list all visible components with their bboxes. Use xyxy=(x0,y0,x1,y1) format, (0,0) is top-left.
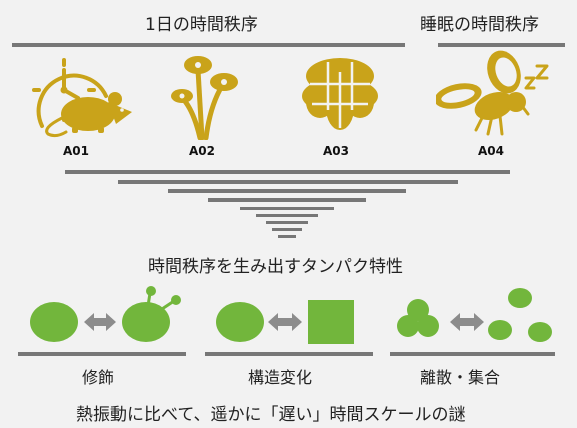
clock-mouse-icon xyxy=(32,58,132,138)
group-label-a03: A03 xyxy=(323,144,349,158)
funnel-bar-4 xyxy=(208,198,366,202)
time-scale-mystery-caption: 熱振動に比べて、遥かに「遅い」時間スケールの謎 xyxy=(76,405,466,425)
property-rule-1 xyxy=(18,352,186,356)
property-label-dispersion-assembly: 離散・集合 xyxy=(420,368,501,387)
protein-property-heading: 時間秩序を生み出すタンパク特性 xyxy=(148,257,403,277)
modification-icon xyxy=(30,286,181,342)
group-label-a02: A02 xyxy=(189,144,215,158)
group-label-a01: A01 xyxy=(63,144,89,158)
funnel-bar-6 xyxy=(256,214,318,217)
property-label-structural-change: 構造変化 xyxy=(248,368,313,387)
funnel-bar-2 xyxy=(118,180,458,184)
protein-cluster-icon xyxy=(302,58,378,130)
sleeping-fly-icon xyxy=(436,50,549,136)
property-rule-2 xyxy=(205,352,373,356)
daily-order-heading: 1日の時間秩序 xyxy=(145,15,258,35)
dispersion-assembly-icon xyxy=(397,288,552,342)
group-label-a04: A04 xyxy=(478,144,504,158)
funnel-bar-3 xyxy=(168,189,406,193)
funnel-bar-8 xyxy=(272,228,302,231)
property-rule-3 xyxy=(390,352,555,356)
funnel-bar-9 xyxy=(278,235,296,238)
structural-change-icon xyxy=(216,300,354,344)
sleep-order-heading: 睡眠の時間秩序 xyxy=(420,15,539,35)
sleep-header-rule xyxy=(438,43,565,47)
property-label-modification: 修飾 xyxy=(82,368,115,387)
funnel-bar-1 xyxy=(65,170,510,174)
funnel-bar-5 xyxy=(240,207,334,210)
mushroom-icon xyxy=(171,56,238,140)
daily-header-rule xyxy=(12,43,405,47)
funnel-bar-7 xyxy=(266,221,308,224)
